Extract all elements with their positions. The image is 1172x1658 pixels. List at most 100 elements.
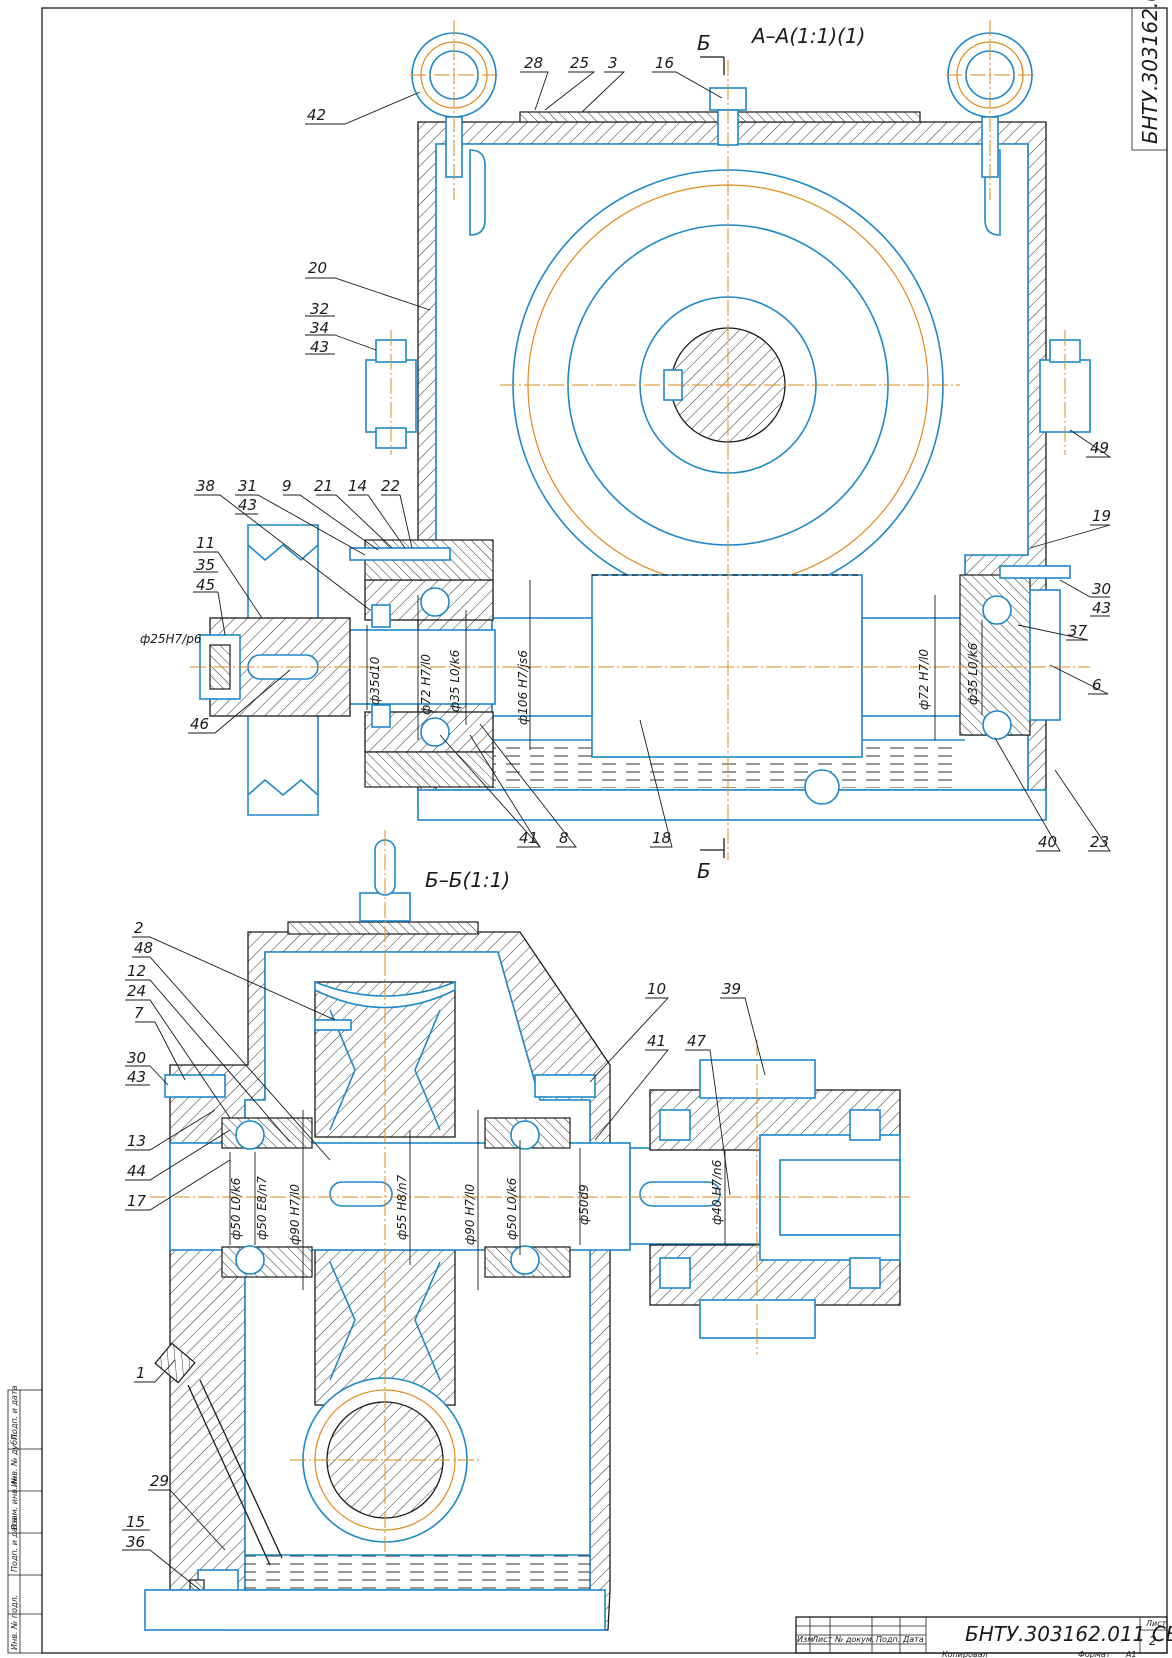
dim-b-0: ф50 L0/k6 bbox=[229, 1177, 243, 1240]
part-label: 15 bbox=[126, 1513, 145, 1531]
part-labels-a: 42 28 25 3 16 20 32 34 43 38 31 43 9 bbox=[188, 54, 1112, 852]
part-label: 32 bbox=[310, 300, 329, 318]
part-label: 8 bbox=[559, 829, 569, 847]
dim-a-5: ф72 H7/l0 bbox=[917, 649, 931, 710]
part-label: 21 bbox=[314, 477, 333, 495]
part-label: 25 bbox=[570, 54, 589, 72]
oil-dipstick bbox=[154, 1342, 283, 1566]
part-label: 40 bbox=[1038, 833, 1057, 851]
copied-label: Копировал bbox=[942, 1650, 988, 1658]
part-label: 34 bbox=[310, 319, 329, 337]
sheet-number: 2 bbox=[1149, 1634, 1157, 1648]
part-label: 41 bbox=[647, 1032, 666, 1050]
vertical-stamp: БНТУ.303162.011 СБ bbox=[1138, 0, 1162, 144]
part-label: 30 bbox=[127, 1049, 146, 1067]
title-col-1: Лист bbox=[811, 1635, 833, 1644]
side-fields: Подп. и дата Инв. № дубл. Взам. инв. № П… bbox=[10, 1385, 19, 1650]
part-label: 48 bbox=[134, 939, 153, 957]
part-label: 14 bbox=[348, 477, 367, 495]
part-label: 44 bbox=[127, 1162, 146, 1180]
part-label: 18 bbox=[652, 829, 671, 847]
part-label: 17 bbox=[127, 1192, 147, 1210]
part-label: 6 bbox=[1092, 676, 1102, 694]
part-label: 16 bbox=[655, 54, 674, 72]
dim-a-3: ф35 L0/k6 bbox=[448, 649, 462, 712]
title-col-0: Изм bbox=[797, 1635, 813, 1644]
part-label: 3 bbox=[608, 54, 618, 72]
designation: БНТУ.303162.011 СБ bbox=[965, 1622, 1172, 1646]
part-label: 45 bbox=[196, 576, 215, 594]
cut-marker-top: Б bbox=[697, 31, 711, 55]
part-label: 11 bbox=[196, 534, 215, 552]
dim-a-6: ф35 L0/k6 bbox=[966, 642, 980, 705]
breather-top-b bbox=[359, 830, 411, 960]
dim-b-7: ф40 H7/n6 bbox=[710, 1159, 724, 1225]
dim-a-2: ф72 H7/l0 bbox=[419, 654, 433, 715]
title-col-3: Подп. bbox=[876, 1635, 900, 1644]
right-bearing-cluster bbox=[959, 565, 1071, 740]
side-bolt-left bbox=[365, 330, 417, 455]
part-label: 39 bbox=[722, 980, 741, 998]
part-label: 12 bbox=[127, 962, 146, 980]
part-label: 1 bbox=[136, 1364, 146, 1382]
left-bearing-cluster bbox=[349, 539, 494, 788]
part-label: 31 bbox=[238, 477, 257, 495]
format-value: А1 bbox=[1125, 1650, 1137, 1658]
dim-a-4: ф106 H7/js6 bbox=[516, 650, 530, 725]
part-label: 29 bbox=[150, 1472, 169, 1490]
dim-b-5: ф50 L0/k6 bbox=[505, 1177, 519, 1240]
part-label: 30 bbox=[1092, 580, 1111, 598]
title-col-4: Дата bbox=[902, 1635, 924, 1644]
part-label: 23 bbox=[1090, 833, 1109, 851]
dim-b-1: ф50 E8/n7 bbox=[255, 1176, 269, 1240]
part-label: 36 bbox=[126, 1533, 145, 1551]
part-label: 9 bbox=[282, 477, 292, 495]
part-label: 43 bbox=[310, 338, 329, 356]
dimensions-b: ф50 L0/k6 ф50 E8/n7 ф90 H7/l0 ф55 H8/n7 … bbox=[229, 1110, 726, 1290]
dim-a-0: ф25H7/p6 bbox=[140, 632, 202, 646]
part-label: 20 bbox=[308, 259, 327, 277]
part-label: 43 bbox=[238, 496, 257, 514]
dim-b-4: ф90 H7/l0 bbox=[463, 1184, 477, 1245]
part-label: 19 bbox=[1092, 507, 1111, 525]
sheet-frame bbox=[7, 7, 1168, 1654]
part-label: 28 bbox=[524, 54, 543, 72]
dimensions-a: ф25H7/p6 ф35d10 ф72 H7/l0 ф35 L0/k6 ф106… bbox=[140, 580, 983, 750]
sheet-label: Лист bbox=[1145, 1619, 1167, 1628]
part-label: 13 bbox=[127, 1132, 146, 1150]
dim-b-3: ф55 H8/n7 bbox=[395, 1174, 409, 1240]
dim-b-2: ф90 H7/l0 bbox=[288, 1184, 302, 1245]
part-label: 47 bbox=[687, 1032, 707, 1050]
part-label: 43 bbox=[1092, 599, 1111, 617]
part-label: 38 bbox=[196, 477, 215, 495]
dim-b-6: ф50d9 bbox=[577, 1184, 591, 1225]
pulley bbox=[199, 524, 351, 816]
part-label: 24 bbox=[127, 982, 146, 1000]
part-label: 37 bbox=[1068, 622, 1088, 640]
part-label: 22 bbox=[381, 477, 400, 495]
title-col-2: № докум. bbox=[834, 1635, 874, 1644]
cut-marker-bottom: Б bbox=[697, 859, 711, 883]
view-a-title: А–А(1:1)(1) bbox=[750, 24, 866, 48]
side-bolt-right bbox=[1039, 330, 1091, 455]
title-block: Изм Лист № докум. Подп. Дата БНТУ.303162… bbox=[795, 1616, 1172, 1654]
side-field-3: Подп. и дата bbox=[10, 1517, 19, 1572]
part-label: 41 bbox=[519, 829, 538, 847]
side-field-0: Подп. и дата bbox=[10, 1385, 19, 1440]
part-label: 10 bbox=[647, 980, 666, 998]
side-field-2: Взам. инв. № bbox=[10, 1476, 19, 1530]
view-b-title: Б–Б(1:1) bbox=[425, 868, 510, 892]
view-b-section: Б–Б(1:1) bbox=[122, 830, 910, 1631]
side-field-4: Инв. № подл. bbox=[10, 1595, 19, 1650]
dim-a-1: ф35d10 bbox=[368, 656, 382, 705]
part-label: 2 bbox=[134, 919, 144, 937]
part-labels-b: 2 48 12 24 7 30 43 13 44 17 10 39 41 bbox=[122, 919, 766, 1591]
part-label: 46 bbox=[190, 715, 209, 733]
part-label: 35 bbox=[196, 556, 215, 574]
format-label: Формат bbox=[1078, 1650, 1111, 1658]
part-label: 43 bbox=[127, 1068, 146, 1086]
view-a-section: А–А(1:1)(1) Б Б bbox=[140, 20, 1112, 883]
part-label: 7 bbox=[134, 1004, 144, 1022]
part-label: 42 bbox=[307, 106, 326, 124]
